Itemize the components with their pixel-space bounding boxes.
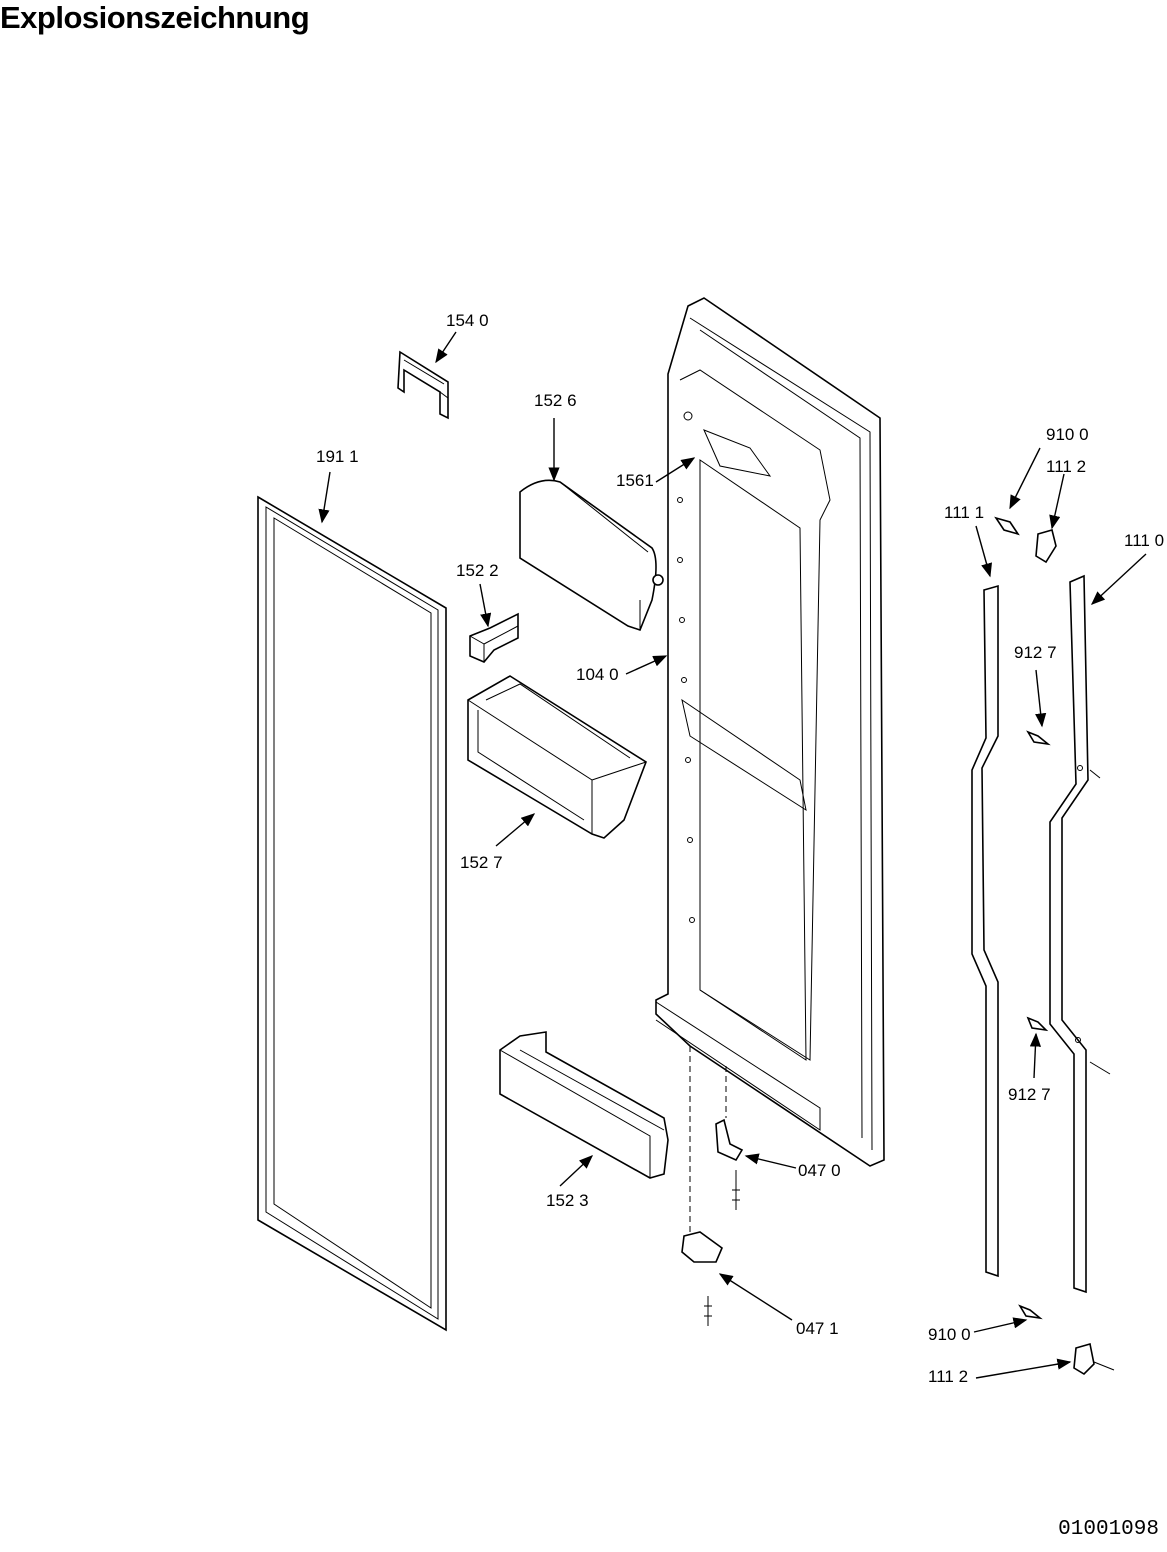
door-bin-part-1527 (467, 675, 647, 839)
label-1522: 152 2 (456, 561, 499, 580)
door-gasket-part (257, 495, 447, 1332)
label-1526: 152 6 (534, 391, 577, 410)
label-9127-top: 912 7 (1014, 643, 1057, 662)
label-1540: 154 0 (446, 311, 489, 330)
hinge-part-0470 (715, 1118, 744, 1210)
label-0470: 047 0 (798, 1161, 841, 1180)
label-1110: 111 0 (1124, 531, 1164, 550)
label-1111: 111 1 (944, 503, 984, 522)
page-title: Explosionszeichnung (0, 0, 310, 35)
trim-strip-part-1110 (1049, 574, 1089, 1294)
label-1911: 191 1 (316, 447, 359, 466)
label-9127-bottom: 912 7 (1008, 1085, 1051, 1104)
label-0471: 047 1 (796, 1319, 839, 1338)
screw-part-9100-top (994, 516, 1020, 536)
dairy-cover-part-1526 (519, 479, 664, 631)
label-1112-top: 111 2 (1046, 457, 1086, 476)
document-number: 01001098 (1058, 1518, 1159, 1541)
label-1527: 152 7 (460, 853, 503, 872)
screw-part-9100-bottom (1018, 1304, 1043, 1320)
cap-part-1112-bottom (1073, 1342, 1095, 1376)
label-1040: 104 0 (576, 665, 619, 684)
label-9100-top: 910 0 (1046, 425, 1089, 444)
hinge-part-0471 (681, 1231, 723, 1326)
cap-part-1112-top (1035, 529, 1057, 564)
clip-part-1540 (397, 350, 449, 420)
bracket-part-1522 (469, 612, 519, 663)
label-9100-bottom: 910 0 (928, 1325, 971, 1344)
screw-part-9127-bottom (1026, 1016, 1049, 1032)
door-shelf-part-1523 (499, 1031, 669, 1179)
label-1523: 152 3 (546, 1191, 589, 1210)
door-liner-part-1040 (655, 297, 885, 1167)
trim-strip-part-1111 (971, 584, 999, 1278)
label-1561: 1561 (616, 471, 654, 490)
leader-lines (318, 331, 1147, 1379)
screw-part-9127-top (1026, 730, 1051, 746)
label-1112-bottom: 111 2 (928, 1367, 968, 1386)
